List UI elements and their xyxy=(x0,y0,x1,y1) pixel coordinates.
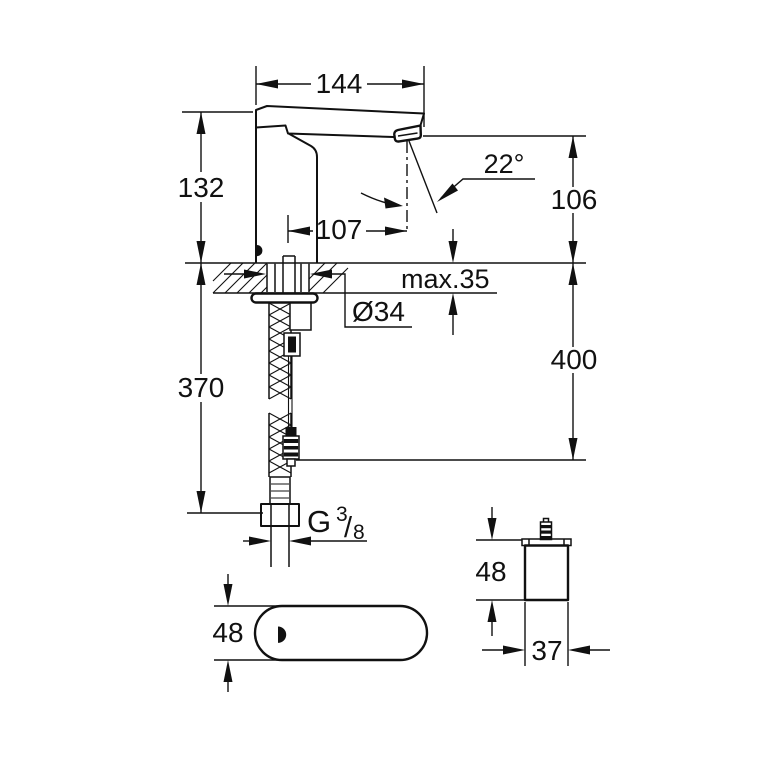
dim-370: 370 xyxy=(178,263,263,514)
plug-top xyxy=(285,427,297,436)
dim-label-dia34: Ø34 xyxy=(352,296,405,327)
dim-dia34: Ø34 xyxy=(224,269,412,328)
dim-label-106: 106 xyxy=(551,184,598,215)
column-edge xyxy=(288,132,318,264)
dim-107: 107 xyxy=(287,214,407,245)
mounting-flange xyxy=(250,292,319,304)
cable-gland xyxy=(289,302,312,331)
sensor-led-dot xyxy=(256,245,263,257)
hatch-lines xyxy=(212,262,349,294)
dim-400: 400 xyxy=(296,263,598,461)
dim-label-angle: 22° xyxy=(484,149,525,179)
box-connector-nipple xyxy=(539,517,553,541)
dim-48-box: 48 xyxy=(475,507,524,636)
dim-label-132: 132 xyxy=(178,172,225,203)
sensor-cable xyxy=(282,302,312,467)
dim-max35: max.35 xyxy=(401,229,490,335)
g38-nut xyxy=(260,503,300,527)
dim-label-370: 370 xyxy=(178,372,225,403)
sensor-window xyxy=(278,626,287,643)
dim-label-144: 144 xyxy=(316,68,363,99)
cable-wire xyxy=(287,356,293,427)
dim-label-48-box: 48 xyxy=(475,556,506,587)
mounting-shank xyxy=(266,255,310,293)
thread-slash: / xyxy=(344,512,353,544)
dim-g38: G 3 / 8 xyxy=(243,503,367,546)
dim-37-box: 37 xyxy=(482,602,610,666)
dim-label-37: 37 xyxy=(531,635,562,666)
dim-label-48-topview: 48 xyxy=(212,617,243,648)
thread-letter: G xyxy=(307,504,331,539)
box-body xyxy=(523,544,570,602)
dim-132: 132 xyxy=(178,111,253,263)
dim-144: 144 xyxy=(255,66,425,127)
top-view: 48 xyxy=(212,574,429,692)
thread-denominator: 8 xyxy=(353,521,365,544)
stream-direction-arrow xyxy=(360,192,403,209)
hose-tail xyxy=(270,526,290,567)
spout-plan-outline xyxy=(253,604,429,662)
faucet-profile xyxy=(255,105,425,264)
control-box-view: 48 37 xyxy=(475,507,610,666)
aerator-outlet xyxy=(393,124,423,143)
spray-angle-line xyxy=(408,140,438,214)
thread-numerator: 3 xyxy=(336,503,348,526)
dim-22deg: 22° xyxy=(437,149,535,202)
dim-48-topview: 48 xyxy=(212,574,278,692)
faucet-outline xyxy=(255,105,425,264)
dim-106: 106 xyxy=(423,135,598,263)
dim-label-107: 107 xyxy=(316,214,363,245)
dim-label-max35: max.35 xyxy=(401,264,490,294)
plug-tip xyxy=(286,458,296,467)
supply-hose xyxy=(260,302,300,567)
side-view: 144 132 370 106 xyxy=(178,66,598,567)
spout-underside xyxy=(255,124,395,138)
dim-label-400: 400 xyxy=(551,344,598,375)
